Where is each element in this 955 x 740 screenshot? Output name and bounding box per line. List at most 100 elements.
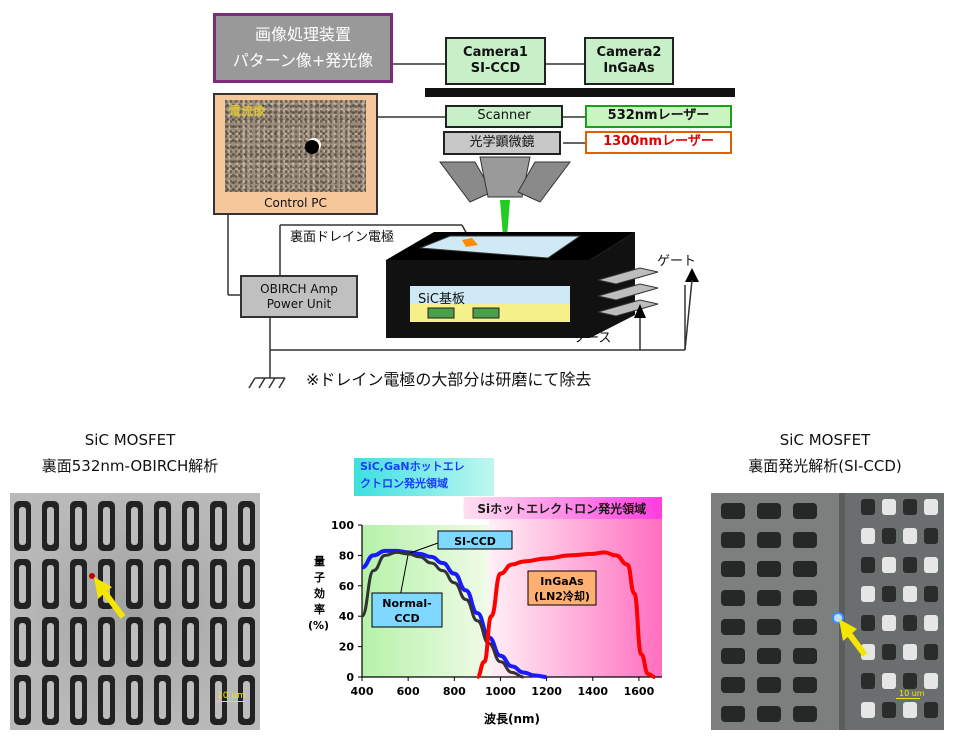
trench-cell xyxy=(721,532,745,548)
objective-lenses xyxy=(439,156,571,262)
trench-cell xyxy=(903,586,917,602)
right-caption-method: 裏面発光解析(SI-CCD) xyxy=(748,457,902,475)
obirch-micrograph: 10 um xyxy=(10,493,260,730)
microscope-label: 光学顕微鏡 xyxy=(469,134,535,150)
y-tick-label: 20 xyxy=(339,641,355,654)
trench-cell xyxy=(721,677,745,693)
trench-cell xyxy=(757,648,781,664)
trench-cell xyxy=(42,675,59,725)
trench-cell xyxy=(70,501,87,551)
substrate-label: SiC基板 xyxy=(418,292,465,307)
trench-cell xyxy=(182,675,199,725)
right-caption-device: SiC MOSFET xyxy=(779,431,871,449)
trench-cell xyxy=(793,619,817,635)
obirch-amp-line1: OBIRCH Amp xyxy=(260,281,338,296)
trench-cell xyxy=(903,499,917,515)
trench-cell xyxy=(757,561,781,577)
y-tick-label: 60 xyxy=(339,580,355,593)
trench-cell xyxy=(14,675,31,725)
trench-cell xyxy=(14,501,31,551)
trench-cell xyxy=(882,615,896,631)
x-axis-label: 波長(nm) xyxy=(484,711,540,726)
trench-cell xyxy=(154,675,171,725)
trench-cell xyxy=(882,644,896,660)
source-label: ソース xyxy=(573,331,612,346)
normal-ccd-callout: Normal-CCD xyxy=(371,592,443,628)
trench-cell xyxy=(924,586,938,602)
trench-cell xyxy=(42,501,59,551)
ingaas-callout-text: (LN2冷却) xyxy=(534,589,590,603)
trench-cell xyxy=(98,501,115,551)
series-line-1 xyxy=(360,550,524,679)
trench-cell xyxy=(154,617,171,667)
trench-cell xyxy=(210,559,227,609)
current-image-label: 電流像 xyxy=(229,104,266,118)
trench-cell xyxy=(861,528,875,544)
trench-cell xyxy=(903,557,917,573)
ingaas-callout: InGaAs(LN2冷却) xyxy=(527,570,597,606)
emission-scalebar-label: 10 um xyxy=(899,689,925,698)
trench-cell xyxy=(757,532,781,548)
gate-label: ゲート xyxy=(657,254,697,269)
trench-cell xyxy=(210,501,227,551)
trench-cell xyxy=(182,501,199,551)
trench-cell xyxy=(70,675,87,725)
right-caption: SiC MOSFET 裏面発光解析(SI-CCD) xyxy=(705,427,945,479)
microscope-box: 光学顕微鏡 xyxy=(443,131,561,155)
normal-ccd-callout-text: CCD xyxy=(394,612,419,625)
current-image-screen: 電流像 xyxy=(225,100,366,192)
trench-cell xyxy=(882,557,896,573)
si-ccd-callout: SI-CCD xyxy=(437,530,513,550)
image-processor-subtitle: パターン像+発光像 xyxy=(232,51,374,70)
control-pc-label: Control PC xyxy=(264,196,327,210)
obirch-arrow-icon xyxy=(94,577,126,619)
camera1-label: Camera1 xyxy=(463,44,528,60)
trench-cell xyxy=(924,702,938,718)
trench-cell xyxy=(924,673,938,689)
sic-gan-label-line1: SiC,GaNホットエレ xyxy=(360,460,465,473)
trench-cell xyxy=(882,702,896,718)
laser-532-box: 532nmレーザー xyxy=(585,105,732,128)
x-tick-label: 600 xyxy=(397,685,420,698)
hotspot-marker xyxy=(305,140,319,154)
trench-cell xyxy=(238,675,255,725)
left-caption: SiC MOSFET 裏面532nm-OBIRCH解析 xyxy=(10,427,250,479)
trench-cell xyxy=(126,617,143,667)
trench-cell xyxy=(238,559,255,609)
trench-cell xyxy=(182,559,199,609)
trench-cell xyxy=(903,673,917,689)
trench-cell xyxy=(98,675,115,725)
camera2-label: Camera2 xyxy=(596,44,662,60)
trench-cell xyxy=(721,619,745,635)
trench-cell xyxy=(924,557,938,573)
series-line-0 xyxy=(361,548,547,679)
trench-cell xyxy=(757,503,781,519)
left-caption-method: 裏面532nm-OBIRCH解析 xyxy=(41,457,219,475)
trench-cell xyxy=(924,644,938,660)
trench-cell xyxy=(793,590,817,606)
drain-electrode-label: 裏面ドレイン電極 xyxy=(290,230,395,245)
trench-cell xyxy=(721,590,745,606)
trench-cell xyxy=(903,644,917,660)
trench-cell xyxy=(882,528,896,544)
si-region-label: Siホットエレクトロン発光領域 xyxy=(477,501,646,516)
trench-cell xyxy=(757,619,781,635)
trench-cell xyxy=(924,528,938,544)
obirch-amp-box: OBIRCH Amp Power Unit xyxy=(240,275,358,318)
trench-cell xyxy=(757,677,781,693)
series-line-2 xyxy=(476,550,656,679)
trench-cell xyxy=(861,644,875,660)
x-tick-label: 1200 xyxy=(531,685,562,698)
emission-scalebar xyxy=(896,698,920,699)
trench-cell xyxy=(924,499,938,515)
y-tick-label: 100 xyxy=(331,519,354,532)
trench-cell xyxy=(861,557,875,573)
trench-cell xyxy=(924,615,938,631)
trench-cell xyxy=(154,559,171,609)
trench-cell xyxy=(721,503,745,519)
ingaas-callout-text: InGaAs xyxy=(540,575,584,588)
trench-cell xyxy=(721,561,745,577)
image-processor-box: 画像処理装置 パターン像+発光像 xyxy=(213,13,393,83)
trench-cell xyxy=(882,586,896,602)
x-tick-label: 1600 xyxy=(624,685,655,698)
